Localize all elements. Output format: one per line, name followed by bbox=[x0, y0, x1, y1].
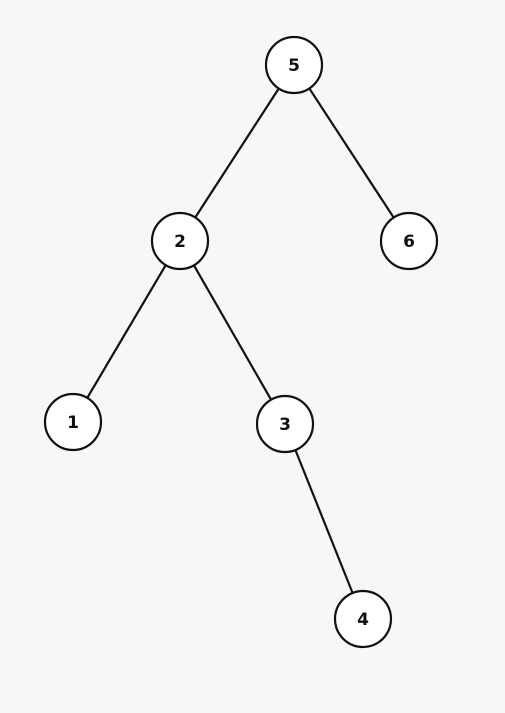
node-label: 2 bbox=[174, 232, 186, 252]
node-circle bbox=[379, 211, 439, 271]
node-label: 6 bbox=[403, 232, 415, 252]
edge-n5-n6 bbox=[308, 87, 395, 219]
edges-layer bbox=[86, 87, 395, 595]
tree-node-1: 1 bbox=[43, 392, 103, 452]
node-label: 3 bbox=[279, 415, 291, 435]
edge-n3-n4 bbox=[294, 448, 354, 595]
tree-node-2: 2 bbox=[150, 211, 210, 271]
edge-n5-n2 bbox=[194, 87, 280, 219]
node-label: 1 bbox=[67, 413, 79, 433]
tree-node-6: 6 bbox=[379, 211, 439, 271]
node-circle bbox=[43, 392, 103, 452]
tree-node-5: 5 bbox=[264, 35, 324, 95]
edge-n2-n1 bbox=[86, 264, 167, 399]
nodes-layer: 5 2 6 1 3 4 bbox=[43, 35, 439, 649]
node-circle bbox=[150, 211, 210, 271]
node-circle bbox=[264, 35, 324, 95]
tree-node-4: 4 bbox=[333, 589, 393, 649]
tree-node-3: 3 bbox=[255, 394, 315, 454]
node-label: 5 bbox=[288, 56, 300, 76]
node-label: 4 bbox=[357, 610, 369, 630]
node-circle bbox=[255, 394, 315, 454]
node-circle bbox=[333, 589, 393, 649]
edge-n2-n3 bbox=[192, 264, 273, 401]
